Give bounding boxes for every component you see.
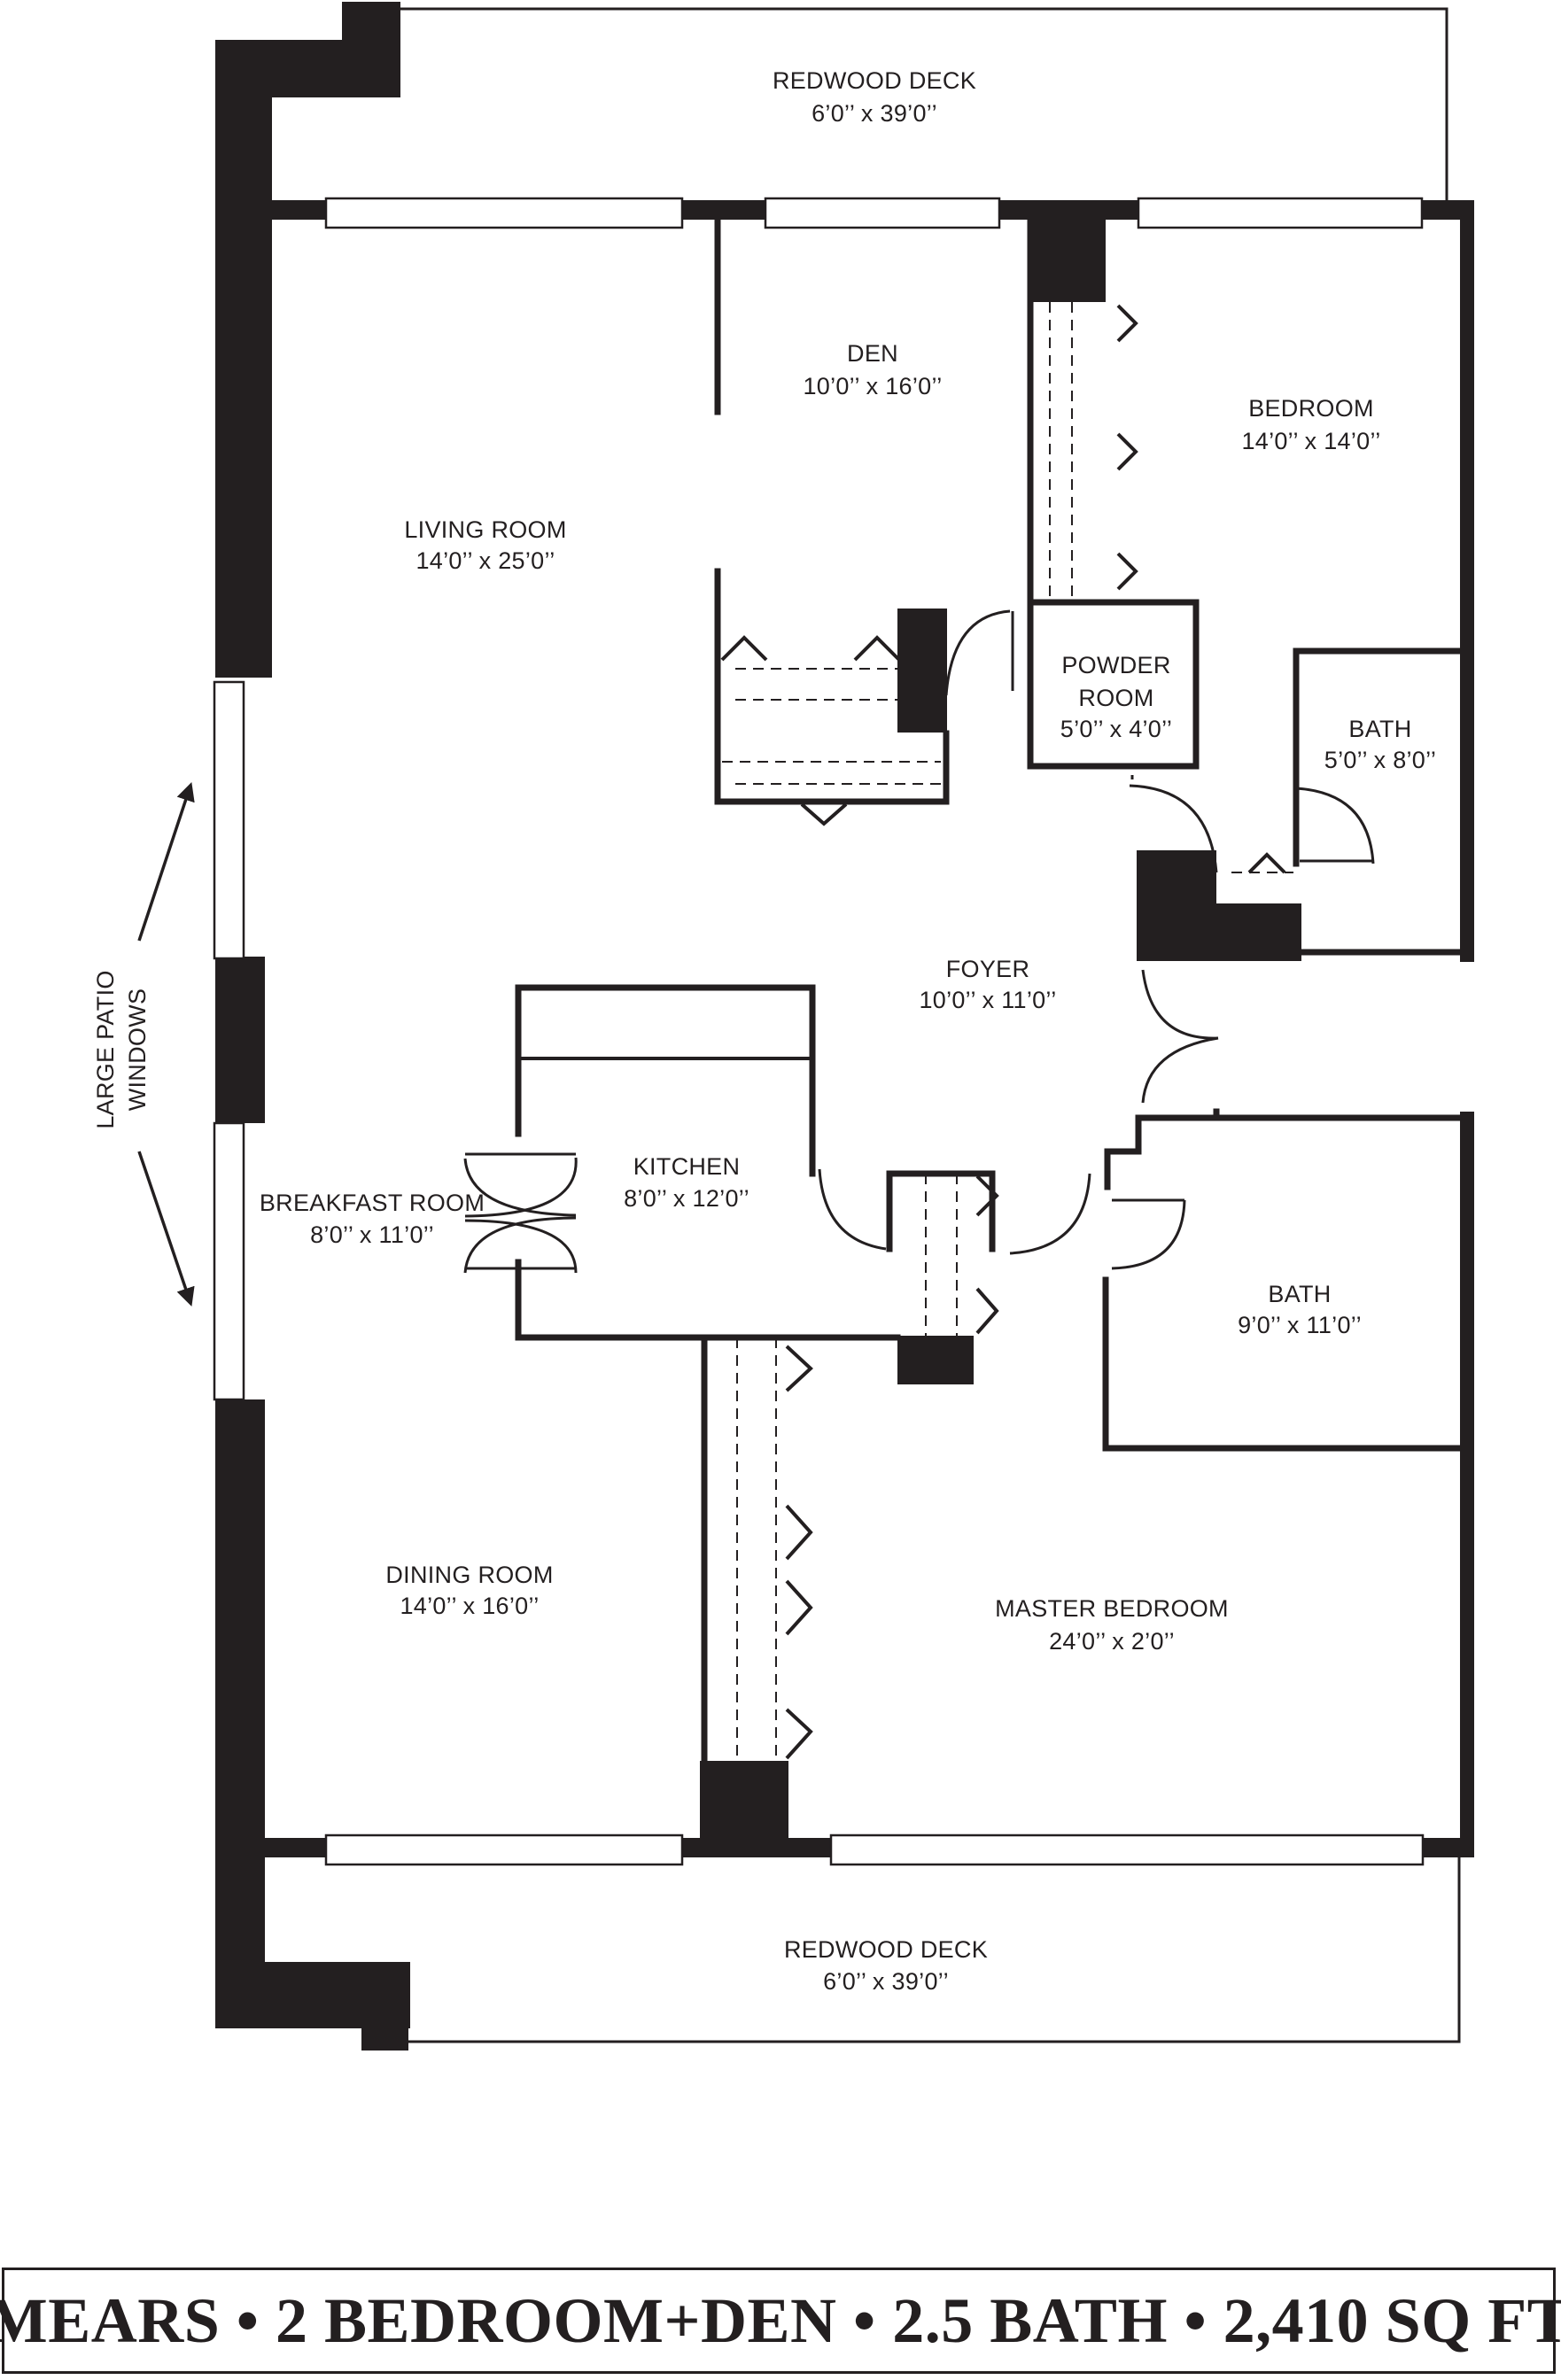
bath-large-size: 9’0’’ x 11’0’’ (1238, 1312, 1362, 1338)
living-room-name: LIVING ROOM (404, 516, 566, 543)
foyer-name: FOYER (946, 956, 1030, 982)
kitchen-name: KITCHEN (633, 1153, 741, 1180)
kitchen-size: 8’0’’ x 12’0’’ (624, 1185, 749, 1212)
deck-bottom-size: 6’0’’ x 39’0’’ (823, 1968, 949, 1995)
bath-large-name: BATH (1268, 1281, 1331, 1307)
powder-room-name-2: ROOM (1078, 685, 1153, 711)
bath-small-name: BATH (1348, 716, 1411, 742)
arrow-up-icon (137, 782, 195, 942)
deck-bottom-name: REDWOOD DECK (784, 1936, 988, 1963)
den-size: 10’0’’ x 16’0’’ (803, 373, 942, 399)
deck-top-name: REDWOOD DECK (773, 67, 976, 94)
breakfast-room-name: BREAKFAST ROOM (260, 1190, 485, 1216)
footer-title: MEARS • 2 BEDROOM+DEN • 2.5 BATH • 2,410… (0, 2284, 1561, 2356)
patio-label-line1: LARGE PATIO (92, 970, 119, 1128)
living-room-size: 14’0’’ x 25’0’’ (415, 547, 555, 574)
deck-top-size: 6’0’’ x 39’0’’ (812, 100, 937, 127)
closet-lines (722, 302, 1293, 1763)
dining-room-name: DINING ROOM (385, 1562, 553, 1588)
powder-room-size: 5’0’’ x 4’0’’ (1060, 716, 1172, 742)
powder-room-name-1: POWDER (1061, 652, 1170, 678)
breakfast-room-size: 8’0’’ x 11’0’’ (310, 1221, 434, 1248)
door-swings (463, 609, 1375, 1274)
master-bedroom-name: MASTER BEDROOM (995, 1595, 1229, 1622)
den-name: DEN (847, 340, 898, 367)
patio-label-line2: WINDOWS (124, 988, 151, 1112)
footer-title-box: MEARS • 2 BEDROOM+DEN • 2.5 BATH • 2,410… (0, 2268, 1561, 2374)
room-labels: REDWOOD DECK 6’0’’ x 39’0’’ DEN 10’0’’ x… (260, 67, 1436, 1995)
exterior-walls (215, 2, 1474, 2051)
windows (213, 197, 1425, 1866)
dining-room-size: 14’0’’ x 16’0’’ (400, 1593, 539, 1619)
bedroom-size: 14’0’’ x 14’0’’ (1241, 428, 1380, 454)
deck-top-outline (399, 7, 1448, 205)
bedroom-name: BEDROOM (1248, 395, 1374, 422)
master-bedroom-size: 24’0’’ x 2’0’’ (1049, 1628, 1175, 1655)
patio-windows-label: LARGE PATIO WINDOWS (92, 970, 151, 1128)
arrow-down-icon (137, 1151, 195, 1306)
deck-bottom-outline (408, 1856, 1461, 2043)
patio-window-arrows (137, 782, 195, 1306)
interior-walls (515, 214, 1465, 1766)
closet-door-markers (720, 304, 1286, 1760)
foyer-size: 10’0’’ x 11’0’’ (919, 987, 1056, 1013)
bath-small-size: 5’0’’ x 8’0’’ (1324, 747, 1436, 773)
